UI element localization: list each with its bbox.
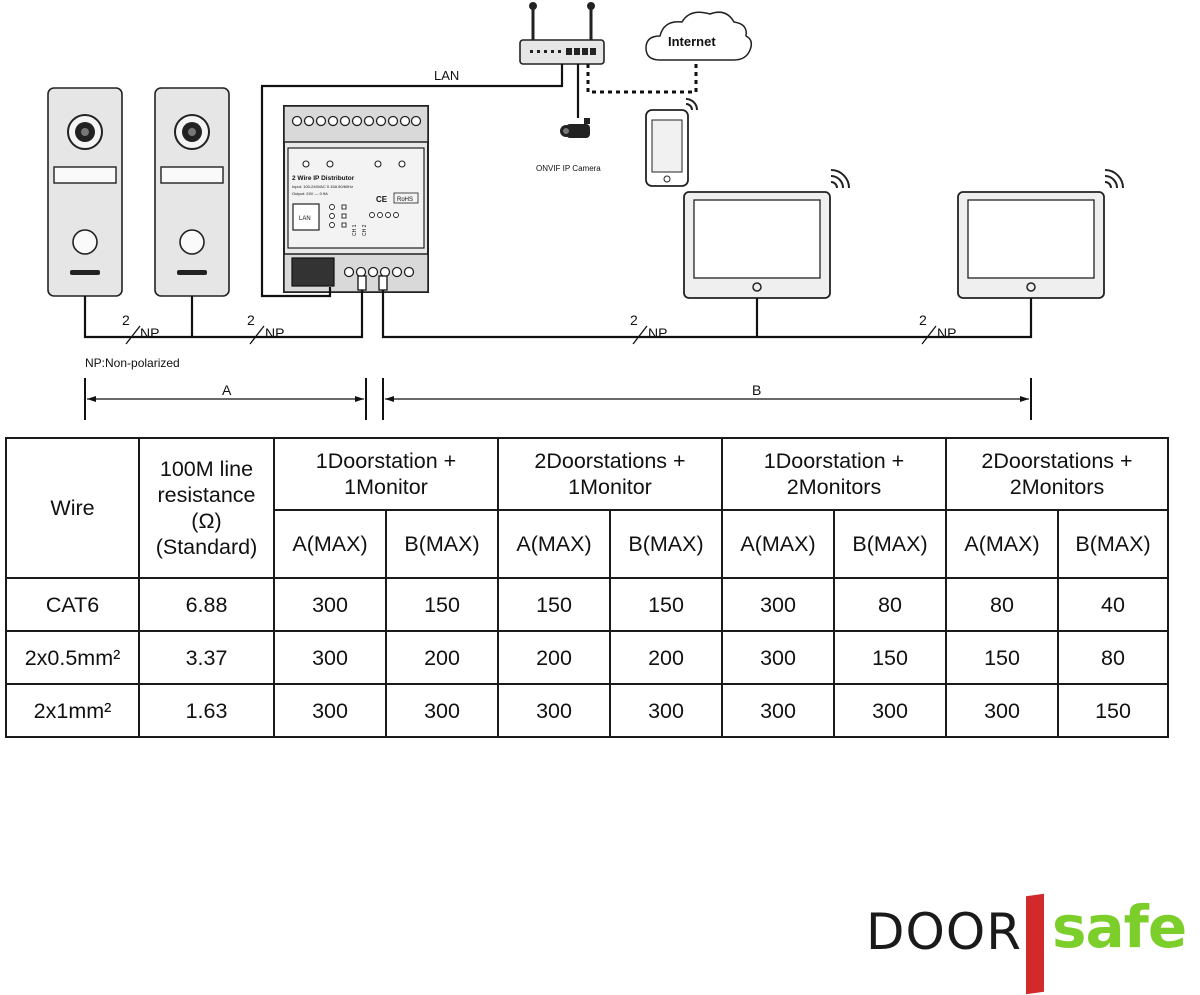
header-wire: Wire bbox=[5, 437, 140, 579]
cell-value: 300 bbox=[273, 683, 387, 738]
ch1-label: CH 1 bbox=[352, 224, 358, 236]
ip-camera: ONVIF IP Camera bbox=[536, 118, 601, 173]
header-resistance-line: (Ω) bbox=[191, 509, 222, 533]
table-row: 2x1mm² 1.63 300 300 300 300 300 300 300 … bbox=[5, 683, 1169, 738]
lan-label: LAN bbox=[434, 68, 459, 83]
header-a-max: A(MAX) bbox=[721, 509, 835, 579]
cell-value: 150 bbox=[385, 577, 499, 632]
header-b-max: B(MAX) bbox=[1057, 509, 1169, 579]
cell-value: 300 bbox=[833, 683, 947, 738]
internet-cloud: Internet bbox=[645, 11, 753, 61]
router bbox=[519, 2, 605, 65]
cell-wire: CAT6 bbox=[5, 577, 140, 632]
header-resistance-line: (Standard) bbox=[155, 535, 258, 559]
cell-value: 150 bbox=[945, 630, 1059, 685]
distributor-input-spec: Input: 100-240VAC 0.15A 50/60Hz bbox=[292, 184, 353, 189]
cell-value: 300 bbox=[945, 683, 1059, 738]
ch2-label: CH 2 bbox=[362, 224, 368, 236]
wire-label-count: 2 bbox=[919, 312, 927, 328]
wire-label-np: NP bbox=[140, 325, 159, 341]
monitor-1 bbox=[683, 169, 850, 299]
cell-value: 200 bbox=[609, 630, 723, 685]
monitor-2 bbox=[957, 169, 1124, 299]
header-resistance-line: resistance bbox=[157, 483, 256, 507]
wire-label-np: NP bbox=[937, 325, 956, 341]
segment-a-label: A bbox=[222, 382, 232, 398]
cell-value: 80 bbox=[833, 577, 947, 632]
cell-value: 300 bbox=[273, 577, 387, 632]
wire-label-count: 2 bbox=[630, 312, 638, 328]
np-note: NP:Non-polarized bbox=[85, 356, 180, 370]
cell-value: 300 bbox=[609, 683, 723, 738]
dimension-b: B bbox=[382, 378, 1032, 420]
cell-value: 200 bbox=[385, 630, 499, 685]
header-b-max: B(MAX) bbox=[385, 509, 499, 579]
lan-cable: LAN bbox=[260, 62, 698, 298]
logo-bar bbox=[1026, 893, 1044, 995]
cell-resistance: 1.63 bbox=[138, 683, 275, 738]
cell-wire: 2x1mm² bbox=[5, 683, 140, 738]
cell-value: 40 bbox=[1057, 577, 1169, 632]
wire-label-np: NP bbox=[265, 325, 284, 341]
two-wire-bus: 2 NP 2 NP 2 NP 2 NP bbox=[83, 275, 1033, 345]
camera-label: ONVIF IP Camera bbox=[536, 164, 601, 173]
header-b-max: B(MAX) bbox=[609, 509, 723, 579]
cell-value: 300 bbox=[721, 577, 835, 632]
header-group: 2Doorstations +2Monitors bbox=[945, 437, 1169, 511]
wire-label-count: 2 bbox=[122, 312, 130, 328]
doorstation-1 bbox=[47, 87, 123, 297]
cell-value: 300 bbox=[273, 630, 387, 685]
logo-text-left: DOOR bbox=[866, 903, 1022, 961]
cell-value: 150 bbox=[1057, 683, 1169, 738]
ce-mark: CE bbox=[376, 195, 388, 204]
wifi-icon bbox=[1104, 169, 1124, 189]
cell-wire: 2x0.5mm² bbox=[5, 630, 140, 685]
table-row: 2x0.5mm² 3.37 300 200 200 200 300 150 15… bbox=[5, 630, 1169, 685]
header-group: 1Doorstation +2Monitors bbox=[721, 437, 947, 511]
smartphone bbox=[645, 98, 698, 187]
distributor-title: 2 Wire IP Distributor bbox=[292, 175, 355, 182]
wifi-icon bbox=[830, 169, 850, 189]
cable-distance-table: Wire 100M line resistance (Ω) (Standard)… bbox=[5, 437, 1169, 738]
cell-value: 200 bbox=[497, 630, 611, 685]
cell-value: 150 bbox=[609, 577, 723, 632]
cell-value: 80 bbox=[945, 577, 1059, 632]
wire-label-np: NP bbox=[648, 325, 667, 341]
table-row: CAT6 6.88 300 150 150 150 300 80 80 40 bbox=[5, 577, 1169, 632]
header-a-max: A(MAX) bbox=[945, 509, 1059, 579]
header-b-max: B(MAX) bbox=[833, 509, 947, 579]
cell-value: 80 bbox=[1057, 630, 1169, 685]
header-group: 2Doorstations +1Monitor bbox=[497, 437, 723, 511]
dimension-a: A bbox=[84, 378, 367, 420]
wiring-diagram: 2 Wire IP Distributor Input: 100-240VAC … bbox=[47, 2, 1124, 420]
doorsafe-logo: DOOR safe bbox=[866, 885, 1200, 995]
header-a-max: A(MAX) bbox=[273, 509, 387, 579]
header-resistance-line: 100M line bbox=[159, 457, 254, 481]
cell-value: 300 bbox=[721, 683, 835, 738]
rohs-mark: RoHS bbox=[397, 197, 413, 203]
distributor-output-spec: Output: 24V — 0.9A bbox=[292, 191, 328, 196]
header-resistance: 100M line resistance (Ω) (Standard) bbox=[138, 437, 275, 579]
cell-resistance: 6.88 bbox=[138, 577, 275, 632]
segment-b-label: B bbox=[752, 382, 761, 398]
header-a-max: A(MAX) bbox=[497, 509, 611, 579]
cell-value: 300 bbox=[385, 683, 499, 738]
internet-label: Internet bbox=[668, 34, 716, 49]
cell-value: 300 bbox=[497, 683, 611, 738]
wifi-icon bbox=[685, 98, 698, 111]
cell-value: 300 bbox=[721, 630, 835, 685]
cell-resistance: 3.37 bbox=[138, 630, 275, 685]
header-group: 1Doorstation +1Monitor bbox=[273, 437, 499, 511]
ip-distributor: 2 Wire IP Distributor Input: 100-240VAC … bbox=[283, 105, 429, 293]
cell-value: 150 bbox=[833, 630, 947, 685]
cell-value: 150 bbox=[497, 577, 611, 632]
wire-label-count: 2 bbox=[247, 312, 255, 328]
doorstation-2 bbox=[154, 87, 230, 297]
distributor-lan-port-label: LAN bbox=[299, 216, 311, 222]
logo-text-right: safe bbox=[1052, 893, 1187, 961]
